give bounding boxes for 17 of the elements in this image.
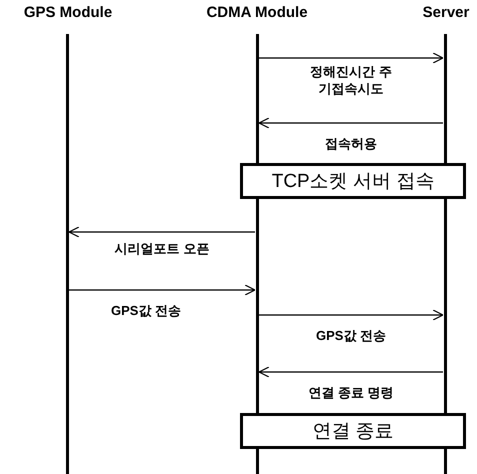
- lifeline-heading: Server: [422, 4, 470, 21]
- lifeline-heading: CDMA Module: [205, 4, 309, 21]
- arrow: [258, 366, 443, 378]
- arrow: [69, 284, 256, 296]
- process-box: TCP소켓 서버 접속: [240, 163, 466, 199]
- arrow: [258, 117, 443, 129]
- lifeline-heading: GPS Module: [22, 4, 114, 21]
- edge-label: GPS값 전송: [314, 327, 388, 344]
- edge-label: 연결 종료 명령: [307, 384, 395, 401]
- edge-label: 접속허용: [324, 135, 378, 152]
- edge-label: 정해진시간 주기접속시도: [309, 63, 393, 97]
- arrow: [68, 226, 255, 238]
- edge-label: GPS값 전송: [110, 302, 182, 319]
- edge-label: 시리얼포트 오픈: [114, 240, 210, 257]
- arrow: [259, 309, 444, 321]
- arrow: [259, 52, 444, 64]
- process-box: 연결 종료: [240, 413, 466, 449]
